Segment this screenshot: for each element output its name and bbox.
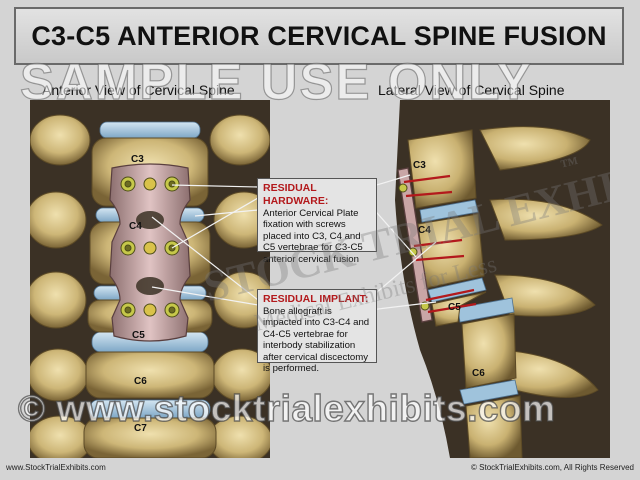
footer-copyright: © StockTrialExhibits.com, All Rights Res…	[471, 463, 634, 472]
callout-heading: RESIDUAL IMPLANT:	[263, 293, 369, 305]
callout-heading: RESIDUAL HARDWARE:	[263, 182, 329, 207]
residual-hardware-callout: RESIDUAL HARDWARE: Anterior Cervical Pla…	[257, 178, 377, 265]
anterior-spine-illustration	[30, 100, 270, 458]
residual-implant-callout: RESIDUAL IMPLANT: Bone allograft is impa…	[257, 289, 377, 374]
lateral-vertebra-label: C5	[448, 302, 461, 313]
lateral-view-label: Lateral View of Cervical Spine	[378, 82, 565, 98]
anterior-vertebra-label: C4	[129, 221, 142, 232]
callout-text: Bone allograft is impacted into C3-C4 an…	[263, 306, 370, 375]
page-title: C3-C5 ANTERIOR CERVICAL SPINE FUSION	[31, 20, 607, 51]
lateral-spine-illustration	[380, 100, 610, 458]
title-banner: C3-C5 ANTERIOR CERVICAL SPINE FUSION	[14, 7, 624, 65]
anterior-view-label: Anterior View of Cervical Spine	[42, 82, 235, 98]
callout-text: Anterior Cervical Plate fixation with sc…	[263, 208, 363, 265]
footer-website: www.StockTrialExhibits.com	[6, 463, 106, 472]
lateral-view-panel: C3 C4 C5 C6	[380, 100, 610, 458]
anterior-view-panel: C3 C4 C5 C6 C7	[30, 100, 270, 458]
anterior-vertebra-label: C5	[132, 330, 145, 341]
lateral-vertebra-label: C6	[472, 368, 485, 379]
anterior-vertebra-label: C3	[131, 154, 144, 165]
lateral-vertebra-label: C4	[418, 225, 431, 236]
anterior-vertebra-label: C6	[134, 376, 147, 387]
anterior-vertebra-label: C7	[134, 423, 147, 434]
lateral-vertebra-label: C3	[413, 160, 426, 171]
